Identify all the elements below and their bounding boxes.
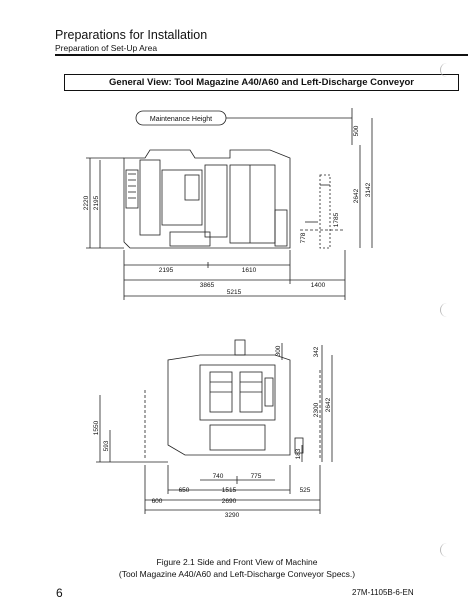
binding-hole-mark (440, 543, 451, 557)
dim-front-1550: 1550 (93, 420, 100, 435)
figure-title-box: General View: Tool Magazine A40/A60 and … (64, 74, 459, 91)
document-id: 27M-1105B-6-EN (352, 588, 414, 597)
dim-front-1515: 1515 (222, 487, 237, 494)
dim-front-775: 775 (251, 473, 262, 480)
dim-front-525: 525 (300, 487, 311, 494)
dim-front-183: 183 (295, 448, 302, 459)
dim-front-650: 650 (179, 487, 190, 494)
dim-front-300: 300 (275, 345, 282, 356)
dim-front-3290: 3290 (225, 512, 240, 519)
dim-side-2642: 2642 (353, 188, 360, 203)
dim-front-342: 342 (313, 346, 320, 357)
dim-side-3142: 3142 (365, 182, 372, 197)
dim-side-5215: 5215 (227, 289, 242, 296)
dim-front-2690: 2690 (222, 498, 237, 505)
side-view-machine-body (123, 149, 291, 249)
dim-side-500: 500 (353, 125, 360, 136)
page-number: 6 (56, 586, 63, 600)
maintenance-height-label: Maintenance Height (150, 116, 212, 123)
dim-side-1400: 1400 (311, 282, 326, 289)
dim-side-2195v: 2195 (93, 195, 100, 210)
figure-caption-line1: Figure 2.1 Side and Front View of Machin… (156, 557, 318, 567)
dim-front-740: 740 (213, 473, 224, 480)
header-rule (55, 54, 468, 56)
front-view-machine-body (167, 354, 291, 456)
binding-hole-mark (440, 303, 451, 317)
dim-front-593: 593 (103, 440, 110, 451)
dim-front-600: 600 (152, 498, 163, 505)
header-subtitle: Preparation of Set-Up Area (55, 43, 158, 53)
dim-side-3865: 3865 (200, 282, 215, 289)
dim-side-1785: 1785 (333, 212, 340, 227)
dim-side-778: 778 (300, 232, 307, 243)
binding-hole-mark (440, 63, 451, 77)
dim-side-1610: 1610 (242, 267, 257, 274)
figure-caption-line2: (Tool Magazine A40/A60 and Left-Discharg… (118, 569, 356, 579)
dim-side-2220: 2220 (83, 195, 90, 210)
dim-side-2195: 2195 (159, 267, 174, 274)
header-title: Preparations for Installation (55, 28, 208, 42)
dim-front-2300: 2300 (313, 402, 320, 417)
dim-front-2642: 2642 (325, 397, 332, 412)
